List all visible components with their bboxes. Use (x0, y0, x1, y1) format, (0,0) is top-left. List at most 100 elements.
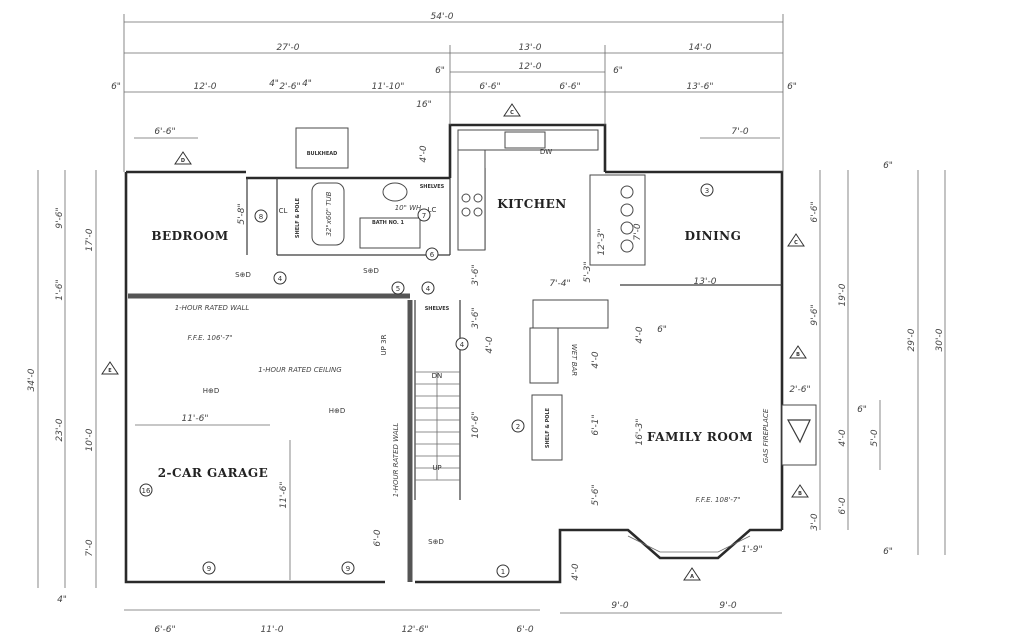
svg-text:4: 4 (460, 341, 465, 349)
wet-bar (529, 327, 559, 384)
note-lc: LC (428, 206, 437, 214)
door-tag-1: 1 (496, 564, 510, 578)
dim-right-block: 14'-0 (689, 43, 712, 53)
wall-west (124, 172, 385, 584)
dim-bed-width: 12'-0 (194, 82, 217, 92)
room-kitchen: KITCHEN (497, 197, 566, 211)
bay-window-inner (627, 535, 751, 553)
note-up-3r: UP 3R (380, 334, 388, 355)
door-tag-7: 7 (417, 208, 431, 222)
dim-pantry-b: 5'-3" (583, 261, 593, 282)
dim-family-d: 4'-0 (635, 326, 645, 343)
bulkhead (295, 127, 349, 169)
dim-garage-a: 10'-0 (85, 428, 95, 451)
bathtub (311, 182, 345, 246)
fireplace (781, 404, 817, 466)
dim-family-a: 6'-1" (591, 414, 601, 435)
door-tag-4c: 4 (455, 337, 469, 351)
dim-pantry: 7'-4" (549, 279, 570, 289)
dim-right-overall: 30'-0 (935, 328, 945, 351)
dim-bed-b: 1'-6" (55, 279, 65, 300)
dim-right-db: 9'-6" (810, 304, 820, 325)
door-tag-9b: 9 (341, 561, 355, 575)
kitchen-sink (504, 131, 546, 149)
toilet (382, 182, 408, 202)
dim-k-left: 6'-6" (479, 82, 500, 92)
window-tag-e: E (101, 361, 119, 375)
svg-text:4: 4 (278, 275, 283, 283)
window-tag-a: A (683, 567, 701, 581)
svg-text:C: C (794, 240, 798, 246)
dimension-lines (37, 14, 946, 614)
note-shelves-2: SHELVES (425, 306, 450, 312)
wall-kitchen-north (448, 123, 607, 178)
dim-family-b: 5'-6" (591, 484, 601, 505)
window-tags: A B B C C D E (101, 103, 809, 581)
pantry-block (532, 299, 609, 329)
dim-ledge: 3'-6" (471, 307, 481, 328)
vanity (359, 217, 421, 249)
dim-garage-depth: 23'-0 (55, 418, 65, 441)
stair-treads (415, 371, 460, 481)
room-bath: BATH NO. 1 (372, 220, 405, 226)
dim-k-right: 6'-6" (559, 82, 580, 92)
door-tag-5: 5 (391, 281, 405, 295)
range-burner-1 (461, 193, 471, 203)
range-burner-2 (473, 193, 483, 203)
stool-3 (620, 221, 634, 235)
room-family: FAMILY ROOM (647, 430, 753, 444)
note-dw: DW (540, 148, 552, 156)
note-wet-bar: WET BAR (570, 344, 578, 376)
svg-text:9: 9 (207, 565, 211, 573)
dim-end-b: 6" (787, 82, 797, 92)
door-tags: 1 2 3 4 4 4 5 6 7 8 9 9 16 (139, 183, 714, 578)
dim-corner: 4" (57, 595, 67, 605)
svg-text:1: 1 (501, 568, 505, 576)
dim-right-bot: 3'-0 (810, 513, 820, 530)
dim-dining-w: 7'-0 (731, 127, 748, 137)
dim-offset-b: 6" (613, 66, 623, 76)
window-tag-c1: C (503, 103, 521, 117)
smoke-detector-hsd-2: H⊕D (329, 407, 346, 415)
window-tag-d: D (174, 151, 192, 165)
svg-text:8: 8 (259, 213, 263, 221)
window-tag-b1: B (789, 345, 807, 359)
dim-right-fpd: 6" (857, 405, 867, 415)
dim-bay-right: 9'-0 (719, 601, 736, 611)
door-tag-8: 8 (254, 209, 268, 223)
dim-entry: 6'-0 (516, 625, 533, 635)
dim-wall-b: 4" (302, 79, 312, 89)
dim-garage-right: 12'-6" (401, 625, 428, 635)
dim-kitchen-width: 12'-0 (519, 62, 542, 72)
door-tag-9a: 9 (202, 561, 216, 575)
note-fire-wall: 1-HOUR RATED WALL (175, 304, 250, 312)
dim-bed-a: 9'-6" (55, 207, 65, 228)
note-shelf-pole-1: SHELF & POLE (295, 197, 301, 238)
dim-right-fpb: 5'-0 (870, 429, 880, 446)
smoke-detector-sd-1: S⊕D (235, 271, 251, 279)
dim-left-block: 27'-0 (277, 43, 300, 53)
smoke-detector-hsd-1: H⊕D (203, 387, 220, 395)
fireplace-hearth (786, 419, 811, 444)
dim-bay-left: 9'-0 (611, 601, 628, 611)
svg-text:4: 4 (426, 285, 431, 293)
dim-right-top-corner: 6" (883, 161, 893, 171)
note-bulkhead: BULKHEAD (307, 151, 338, 157)
svg-text:3: 3 (705, 187, 709, 195)
dim-right-dining: 19'-0 (838, 283, 848, 306)
door-tag-3: 3 (700, 183, 714, 197)
dim-mid-block: 13'-0 (519, 43, 542, 53)
note-shelf-pole-2: SHELF & POLE (545, 407, 551, 448)
note-ffe-family: F.F.E. 108'-7" (695, 496, 740, 504)
dim-bed-depth: 17'-0 (85, 228, 95, 251)
svg-text:A: A (690, 574, 694, 580)
dim-dining-width: 13'-6" (686, 82, 713, 92)
interior-walls (128, 129, 817, 582)
svg-text:C: C (510, 110, 514, 116)
stool-1 (620, 185, 634, 199)
dim-family-e: 6" (657, 325, 667, 335)
window-tag-b2: B (791, 484, 809, 498)
svg-text:D: D (181, 158, 185, 164)
dim-island-h: 12'-3" (597, 228, 607, 255)
door-tag-4a: 4 (273, 271, 287, 285)
